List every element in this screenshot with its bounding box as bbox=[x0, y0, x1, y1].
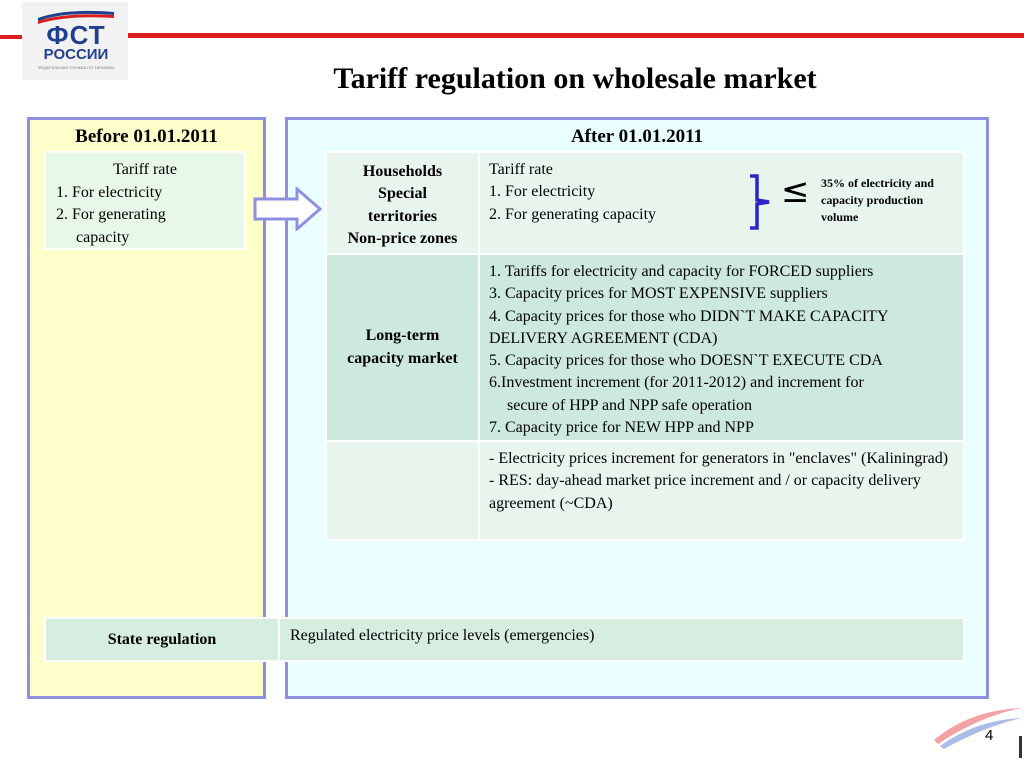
row-content: 1. Tariffs for electricity and capacity … bbox=[478, 253, 965, 442]
after-table: Households Special territories Non-price… bbox=[325, 151, 965, 541]
fst-logo: ФСТ РОССИИ ФЕДЕРАЛЬНАЯ СЛУЖБА ПО ТАРИФАМ bbox=[22, 2, 128, 80]
share-note: 35% of electricity and capacity producti… bbox=[821, 176, 934, 224]
row-label-line: Households bbox=[362, 163, 443, 180]
flag-swoosh-icon bbox=[38, 10, 114, 24]
tariff-box-line: capacity bbox=[76, 228, 130, 246]
row-label-line: capacity market bbox=[347, 349, 458, 367]
list-item: 4. Capacity prices for those who DIDN`T … bbox=[489, 307, 888, 347]
footer-swoosh-icon bbox=[934, 708, 1022, 749]
logo-tagline: ФЕДЕРАЛЬНАЯ СЛУЖБА ПО ТАРИФАМ bbox=[38, 65, 114, 70]
content-line: - Electricity prices increment for gener… bbox=[489, 450, 949, 467]
content-line: 1. For electricity bbox=[489, 183, 596, 201]
row-label-line: Non-price zones bbox=[347, 229, 458, 247]
row-label-line: territories bbox=[367, 207, 438, 225]
row-content: Tariff rate 1. For electricity 2. For ge… bbox=[478, 151, 965, 255]
state-regulation-label: State regulation bbox=[44, 617, 280, 662]
edge-mark bbox=[1019, 736, 1022, 758]
table-row: - Electricity prices increment for gener… bbox=[325, 440, 965, 541]
row-label-line: Long-term bbox=[365, 327, 440, 345]
before-heading: Before 01.01.2011 bbox=[75, 126, 218, 147]
before-tariff-box: Tariff rate 1. For electricity 2. For ge… bbox=[44, 151, 246, 250]
table-row: Households Special territories Non-price… bbox=[325, 151, 965, 255]
list-item: 5. Capacity prices for those who DOESN`T… bbox=[489, 352, 883, 370]
brace-icon bbox=[750, 174, 770, 230]
tariff-box-line: 2. For generating bbox=[56, 206, 166, 223]
content-line: - RES: day-ahead market price increment … bbox=[489, 472, 921, 512]
logo-abbreviation: ФСТ bbox=[46, 20, 106, 50]
content-line: 2. For generating capacity bbox=[489, 205, 657, 223]
tariff-box-line: 1. For electricity bbox=[56, 183, 163, 201]
row-label-line: Special bbox=[378, 185, 427, 203]
header-rule-right bbox=[128, 33, 1024, 38]
table-row: Long-term capacity market 1. Tariffs for… bbox=[325, 253, 965, 442]
header-rule-left bbox=[0, 35, 22, 39]
row-label bbox=[325, 440, 480, 541]
list-item: 3. Capacity prices for MOST EXPENSIVE su… bbox=[489, 285, 828, 303]
logo-country: РОССИИ bbox=[43, 46, 109, 63]
row-label: Long-term capacity market bbox=[325, 253, 480, 442]
row-label: Households Special territories Non-price… bbox=[325, 151, 480, 255]
row-content: - Electricity prices increment for gener… bbox=[478, 440, 965, 541]
right-arrow-icon bbox=[253, 187, 323, 231]
list-item: 6.Investment increment (for 2011-2012) a… bbox=[489, 374, 864, 392]
state-regulation-value: Regulated electricity price levels (emer… bbox=[278, 617, 965, 662]
list-item: 7. Capacity price for NEW HPP and NPP bbox=[489, 419, 754, 437]
content-line: Tariff rate bbox=[489, 161, 553, 178]
list-item: 1. Tariffs for electricity and capacity … bbox=[489, 263, 874, 280]
page-number: 4 bbox=[985, 727, 994, 744]
state-regulation-table: State regulation Regulated electricity p… bbox=[44, 617, 965, 662]
table-row: State regulation Regulated electricity p… bbox=[44, 617, 965, 662]
tariff-box-title: Tariff rate bbox=[113, 161, 177, 178]
less-or-equal-symbol: ≤ bbox=[781, 171, 810, 211]
after-heading: After 01.01.2011 bbox=[570, 126, 704, 147]
list-item: secure of HPP and NPP safe operation bbox=[507, 396, 752, 414]
slide-title: Tariff regulation on wholesale market bbox=[333, 62, 817, 95]
